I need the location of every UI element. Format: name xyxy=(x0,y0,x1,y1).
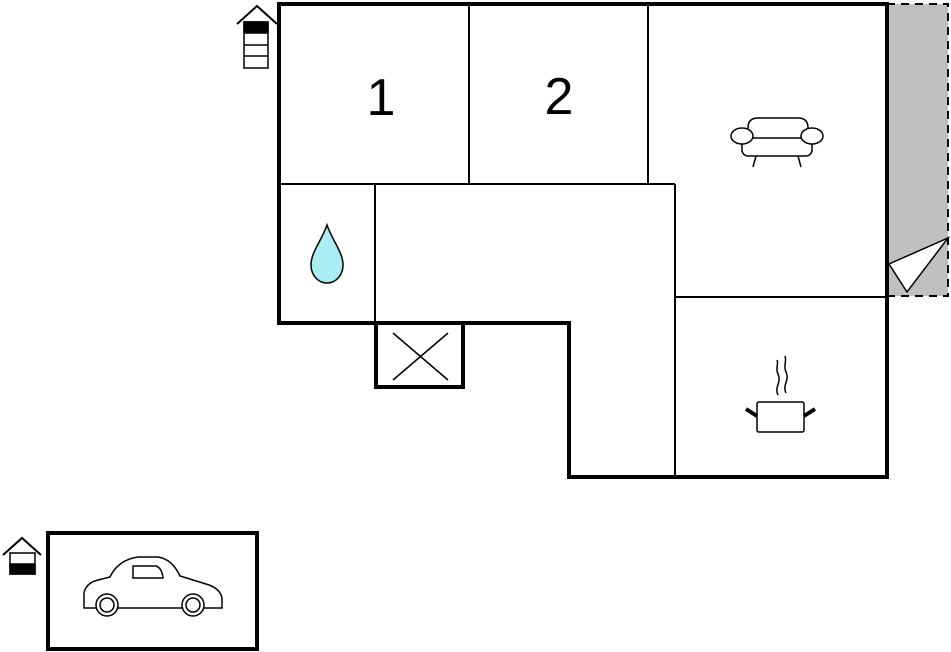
shaft-box xyxy=(374,321,465,389)
door-icon xyxy=(887,236,951,294)
water-drop-icon xyxy=(310,222,344,284)
house-outer-wall xyxy=(277,2,889,479)
sofa-icon xyxy=(730,117,824,168)
house-entrance-icon xyxy=(2,536,42,575)
terrace xyxy=(887,3,949,297)
garage-wall xyxy=(46,531,259,651)
room-2-label: 2 xyxy=(545,68,574,126)
stairs-icon xyxy=(236,4,278,69)
cross-mark-icon xyxy=(392,332,449,381)
interior-walls xyxy=(279,4,887,477)
cooking-pot-icon xyxy=(744,355,817,433)
room-1-label: 1 xyxy=(367,69,396,127)
car-icon xyxy=(83,556,223,617)
